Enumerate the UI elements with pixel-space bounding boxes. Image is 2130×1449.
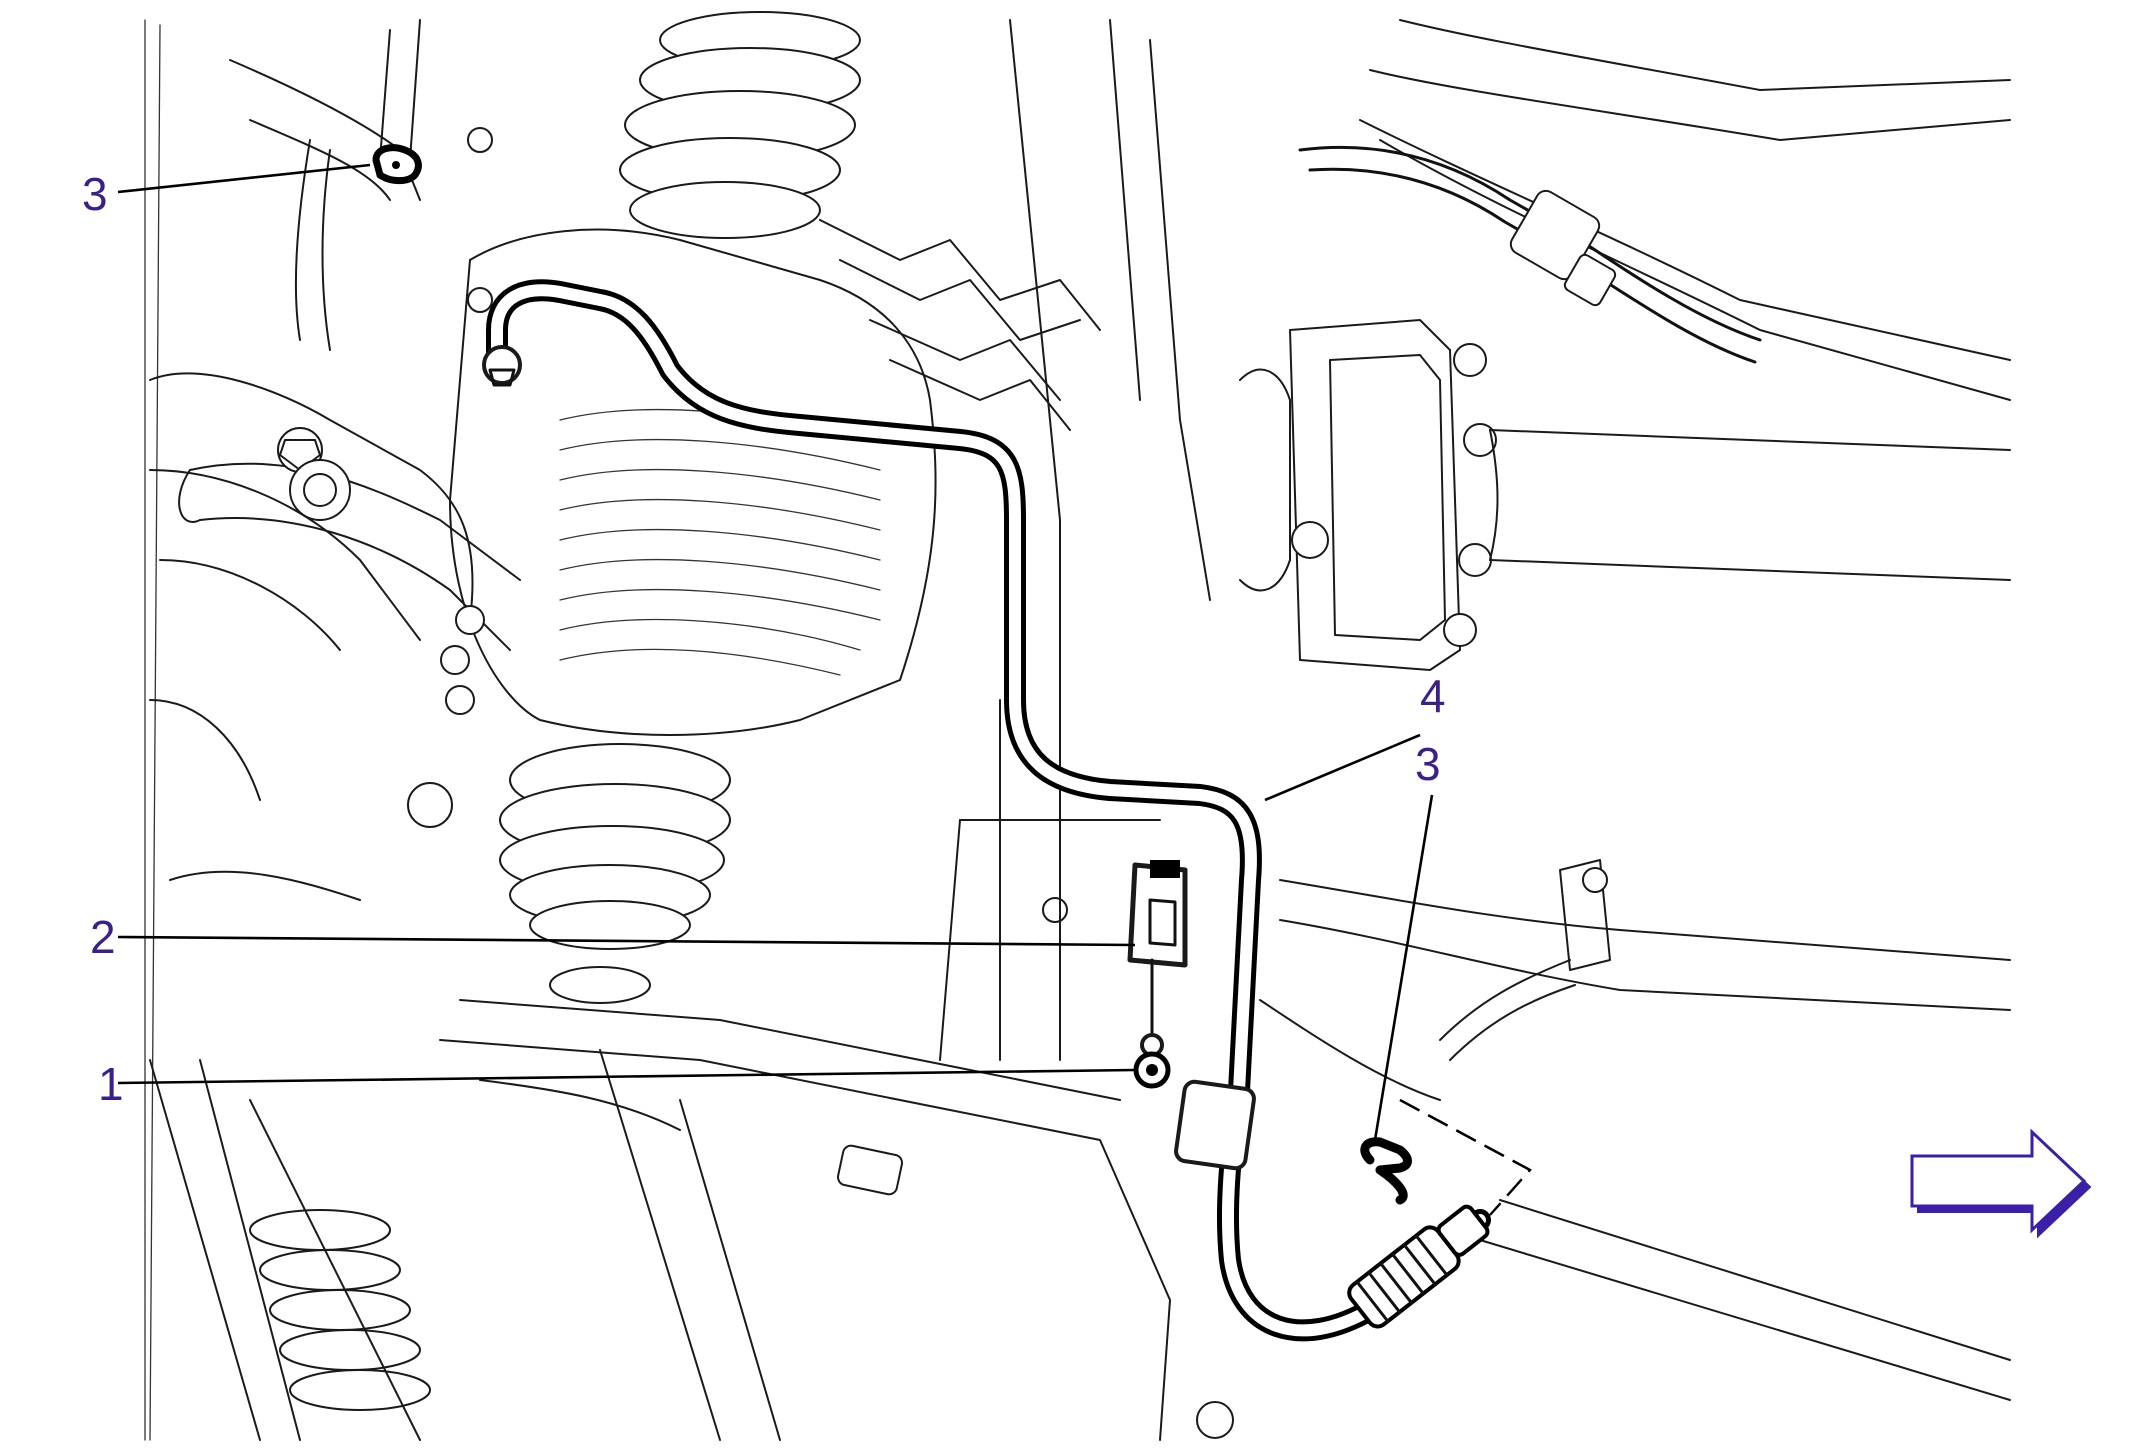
pipe-bracket xyxy=(1127,860,1188,968)
differential-fins xyxy=(559,408,881,676)
detail-boundary xyxy=(1399,1098,1532,1216)
wheel-flange xyxy=(1239,319,1497,671)
brake-pipe xyxy=(482,279,1491,1342)
lower-spring xyxy=(249,1209,431,1411)
bracket-bolt xyxy=(1133,958,1171,1089)
callout-2: 2 xyxy=(90,911,116,963)
differential-bolts xyxy=(440,127,493,715)
background-line-art xyxy=(144,11,2011,1441)
right-bracket xyxy=(1439,859,1611,1061)
callout-3-upper: 3 xyxy=(82,168,108,220)
right-arrow-icon xyxy=(1910,1128,2092,1239)
callout-1: 1 xyxy=(98,1058,124,1110)
callout-4: 4 xyxy=(1420,670,1446,722)
lower-cv-boot xyxy=(499,743,731,1004)
callout-3-lower: 3 xyxy=(1415,738,1441,790)
clip-lower xyxy=(1360,1137,1412,1205)
upper-cv-boot xyxy=(619,11,861,239)
callout-labels: 3 2 1 4 3 xyxy=(82,168,1446,1110)
leader-lines xyxy=(117,163,1434,1141)
clip-upper xyxy=(372,144,422,185)
